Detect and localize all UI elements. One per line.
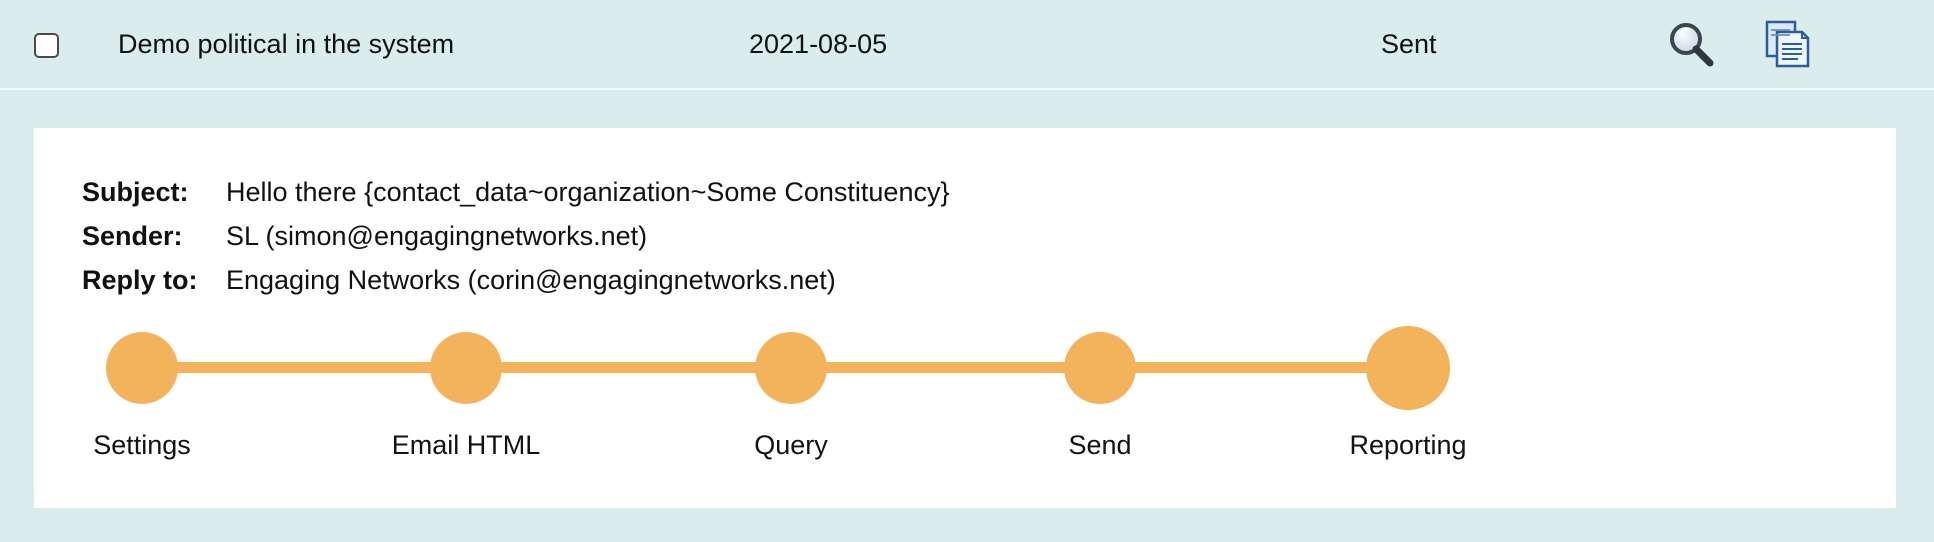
campaign-details-panel: Subject: Hello there {contact_data~organ…: [34, 128, 1896, 508]
search-icon[interactable]: [1665, 18, 1717, 70]
step-query-label[interactable]: Query: [754, 430, 828, 460]
step-settings-label[interactable]: Settings: [93, 430, 191, 460]
subject-value: Hello there {contact_data~organization~S…: [226, 177, 950, 207]
campaign-name[interactable]: Demo political in the system: [118, 29, 455, 59]
sender-value: SL (simon@engagingnetworks.net): [226, 221, 648, 251]
step-reporting-dot[interactable]: [1366, 326, 1450, 410]
step-reporting-label[interactable]: Reporting: [1349, 430, 1467, 460]
copy-document-icon[interactable]: [1760, 18, 1812, 70]
subject-label: Subject:: [82, 177, 189, 207]
step-send-label[interactable]: Send: [1068, 430, 1132, 460]
step-query-dot[interactable]: [755, 332, 827, 404]
step-email-html-dot[interactable]: [430, 332, 502, 404]
sender-label: Sender:: [82, 221, 183, 251]
campaign-status: Sent: [1381, 29, 1437, 59]
campaign-row[interactable]: Demo political in the system 2021-08-05 …: [0, 0, 1934, 90]
step-settings-dot[interactable]: [106, 332, 178, 404]
reply-to-label: Reply to:: [82, 265, 198, 295]
workflow-steps: Settings Email HTML Query Send Reporting: [34, 128, 1896, 508]
step-send-dot[interactable]: [1064, 332, 1136, 404]
reply-to-value: Engaging Networks (corin@engagingnetwork…: [226, 265, 836, 295]
step-email-html-label[interactable]: Email HTML: [391, 430, 541, 460]
row-select-checkbox[interactable]: [34, 33, 59, 58]
campaign-date: 2021-08-05: [749, 29, 888, 59]
